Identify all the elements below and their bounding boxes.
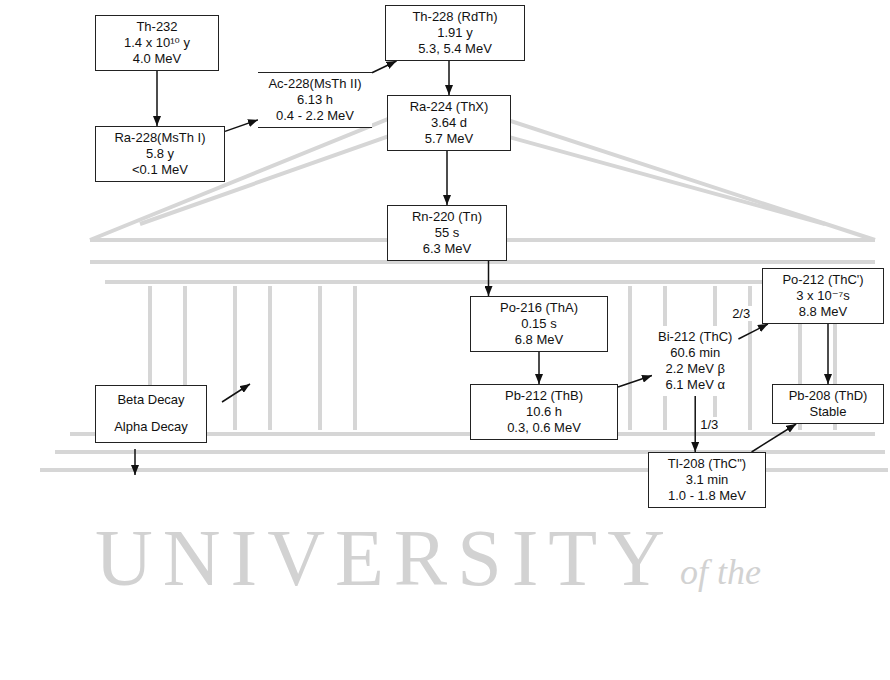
- nuclide-data: 3.1 min: [655, 472, 759, 488]
- nuclide-box: Ac-228(MsTh II)6.13 h0.4 - 2.2 MeV: [258, 72, 372, 128]
- decay-arrow: [156, 71, 158, 126]
- nuclide-data: 55 s: [394, 225, 500, 241]
- building-outline: [40, 98, 888, 470]
- nuclide-data: 6.1 MeV α: [658, 377, 732, 393]
- column-line: [268, 286, 272, 430]
- nuclide-name: Po-216 (ThA): [477, 300, 601, 316]
- nuclide-name: Po-212 (ThC'): [769, 272, 877, 288]
- branching-ratio: 2/3: [730, 306, 752, 321]
- nuclide-box: Rn-220 (Tn)55 s6.3 MeV: [387, 205, 507, 261]
- nuclide-data: 6.13 h: [264, 92, 366, 108]
- nuclide-data: 8.8 MeV: [769, 304, 877, 320]
- decay-arrow: [225, 120, 258, 131]
- nuclide-name: Th-228 (RdTh): [392, 9, 518, 25]
- decay-arrow: [752, 424, 797, 452]
- nuclide-box: Th-2321.4 x 10¹⁰ y4.0 MeV: [95, 15, 219, 71]
- decay-arrow: [488, 261, 490, 296]
- nuclide-data: 6.3 MeV: [394, 241, 500, 257]
- branching-ratio: 1/3: [698, 417, 720, 432]
- entablature-line: [105, 280, 860, 284]
- decay-arrow: [448, 61, 450, 95]
- nuclide-data: 1.4 x 10¹⁰ y: [102, 35, 212, 51]
- watermark-text: UNIVERSITY: [95, 518, 675, 598]
- column-line: [628, 286, 632, 430]
- legend-text: Beta Decay: [102, 392, 200, 408]
- nuclide-name: Ra-224 (ThX): [394, 99, 504, 115]
- legend-text: Alpha Decay: [102, 419, 200, 435]
- nuclide-data: 6.8 MeV: [477, 332, 601, 348]
- nuclide-data: 4.0 MeV: [102, 51, 212, 67]
- nuclide-name: Pb-212 (ThB): [477, 388, 611, 404]
- decay-arrow: [618, 376, 652, 387]
- nuclide-box: Ra-228(MsTh I)5.8 y<0.1 MeV: [95, 126, 225, 182]
- alpha-sample-arrow: [134, 449, 136, 475]
- decay-arrow: [372, 61, 396, 73]
- column-line: [318, 286, 322, 430]
- nuclide-data: 5.3, 5.4 MeV: [392, 41, 518, 57]
- nuclide-data: 3.64 d: [394, 115, 504, 131]
- watermark-text: of the: [680, 554, 761, 590]
- nuclide-box: Th-228 (RdTh)1.91 y5.3, 5.4 MeV: [385, 5, 525, 61]
- nuclide-box: Tl-208 (ThC")3.1 min1.0 - 1.8 MeV: [648, 452, 766, 508]
- nuclide-data: 3 x 10⁻⁷s: [769, 288, 877, 304]
- nuclide-name: Ra-228(MsTh I): [102, 130, 218, 146]
- decay-arrow: [827, 324, 829, 384]
- nuclide-box: Pb-212 (ThB)10.6 h0.3, 0.6 MeV: [470, 384, 618, 440]
- nuclide-data: 1.91 y: [392, 25, 518, 41]
- column-line: [233, 286, 237, 430]
- nuclide-data: 0.3, 0.6 MeV: [477, 420, 611, 436]
- nuclide-name: Tl-208 (ThC"): [655, 456, 759, 472]
- nuclide-data: 5.8 y: [102, 146, 218, 162]
- nuclide-data: 0.15 s: [477, 316, 601, 332]
- column-line: [353, 286, 357, 430]
- nuclide-data: 5.7 MeV: [394, 131, 504, 147]
- nuclide-name: Rn-220 (Tn): [394, 209, 500, 225]
- nuclide-box: Po-216 (ThA)0.15 s6.8 MeV: [470, 296, 608, 352]
- nuclide-data: Stable: [779, 404, 877, 420]
- decay-arrow: [694, 396, 696, 452]
- nuclide-name: Ac-228(MsTh II): [264, 76, 366, 92]
- nuclide-box: Ra-224 (ThX)3.64 d5.7 MeV: [387, 95, 511, 151]
- nuclide-data: 60.6 min: [658, 345, 732, 361]
- nuclide-data: 10.6 h: [477, 404, 611, 420]
- nuclide-box: Pb-208 (ThD)Stable: [772, 384, 884, 424]
- nuclide-label: Bi-212 (ThC)60.6 min2.2 MeV β6.1 MeV α: [652, 326, 738, 396]
- nuclide-data: 1.0 - 1.8 MeV: [655, 488, 759, 504]
- nuclide-name: Pb-208 (ThD): [779, 388, 877, 404]
- decay-arrow: [446, 151, 448, 205]
- beta-sample-arrow: [222, 384, 250, 402]
- legend-box: Beta DecayAlpha Decay: [95, 385, 207, 443]
- nuclide-box: Po-212 (ThC')3 x 10⁻⁷s8.8 MeV: [762, 268, 884, 324]
- decay-arrow: [538, 352, 540, 384]
- decay-arrow: [738, 324, 768, 339]
- nuclide-data: 0.4 - 2.2 MeV: [264, 108, 366, 124]
- nuclide-data: 2.2 MeV β: [658, 361, 732, 377]
- nuclide-name: Th-232: [102, 19, 212, 35]
- nuclide-name: Bi-212 (ThC): [658, 329, 732, 345]
- nuclide-data: <0.1 MeV: [102, 162, 218, 178]
